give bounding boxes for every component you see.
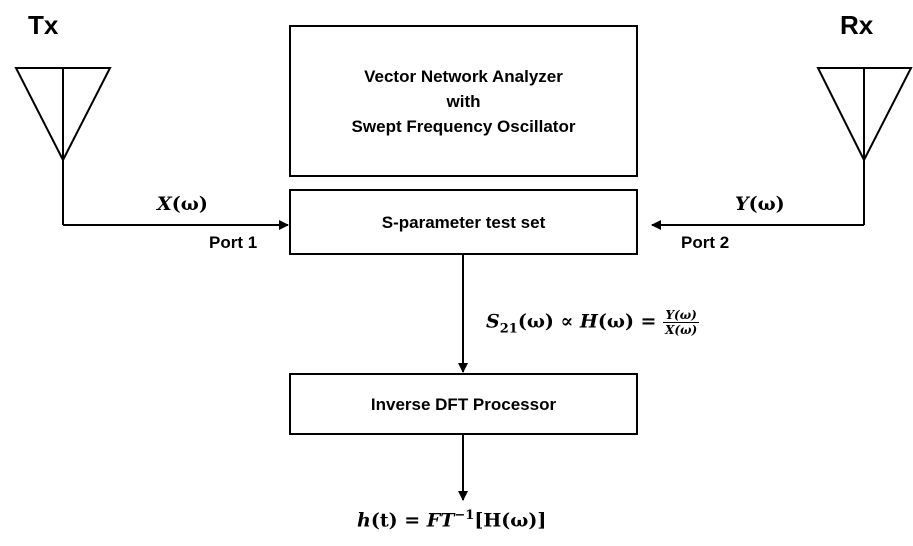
tx-antenna-icon xyxy=(14,67,112,225)
sparam-test-set-box: S-parameter test set xyxy=(289,189,638,255)
x-omega-signal: X(ω) xyxy=(157,193,208,215)
inverse-dft-box: Inverse DFT Processor xyxy=(289,373,638,435)
tx-label: Tx xyxy=(28,10,59,40)
y-omega-signal: Y(ω) xyxy=(735,193,785,215)
rx-label: Rx xyxy=(840,10,874,40)
port2-label: Port 2 xyxy=(681,233,730,252)
vna-box: Vector Network Analyzer with Swept Frequ… xyxy=(289,25,638,177)
idft-label: Inverse DFT Processor xyxy=(370,394,557,414)
impulse-response-expression: h(t) = FT−1[H(ω)] xyxy=(357,508,547,532)
port1-label: Port 1 xyxy=(209,233,258,252)
rx-antenna-icon xyxy=(816,67,913,225)
ratio-fraction: Y(ω)X(ω) xyxy=(663,308,700,337)
vna-line-2: with xyxy=(446,91,481,111)
vna-line-3: Swept Frequency Oscillator xyxy=(351,116,576,136)
sparam-label: S-parameter test set xyxy=(381,212,546,232)
vna-line-1: Vector Network Analyzer xyxy=(364,66,563,86)
s21-transfer-expression: S21(ω) ∝ H(ω) = Y(ω)X(ω) xyxy=(486,308,700,337)
